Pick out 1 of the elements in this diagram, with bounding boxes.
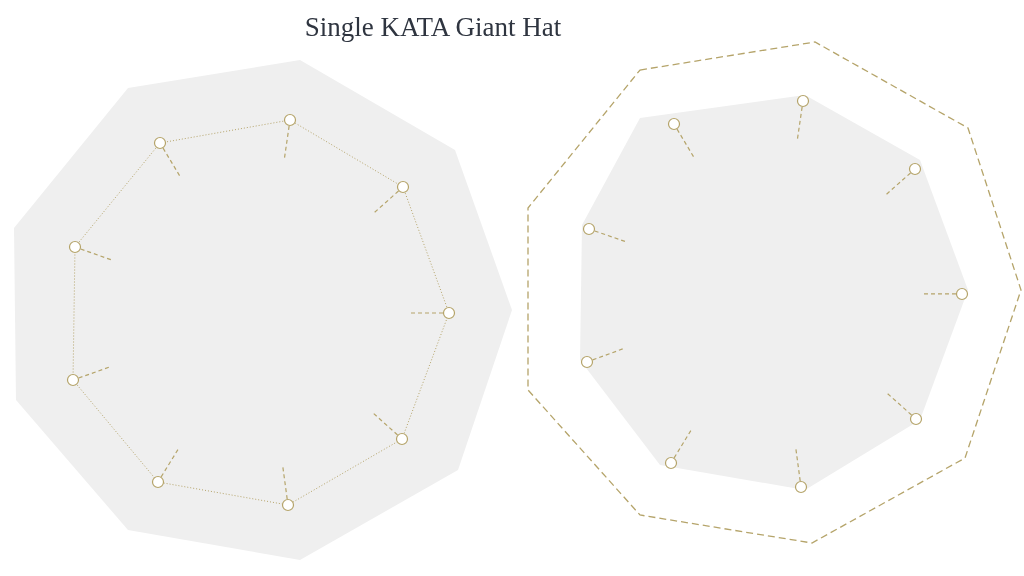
diagram-title: Single KATA Giant Hat bbox=[303, 12, 563, 43]
